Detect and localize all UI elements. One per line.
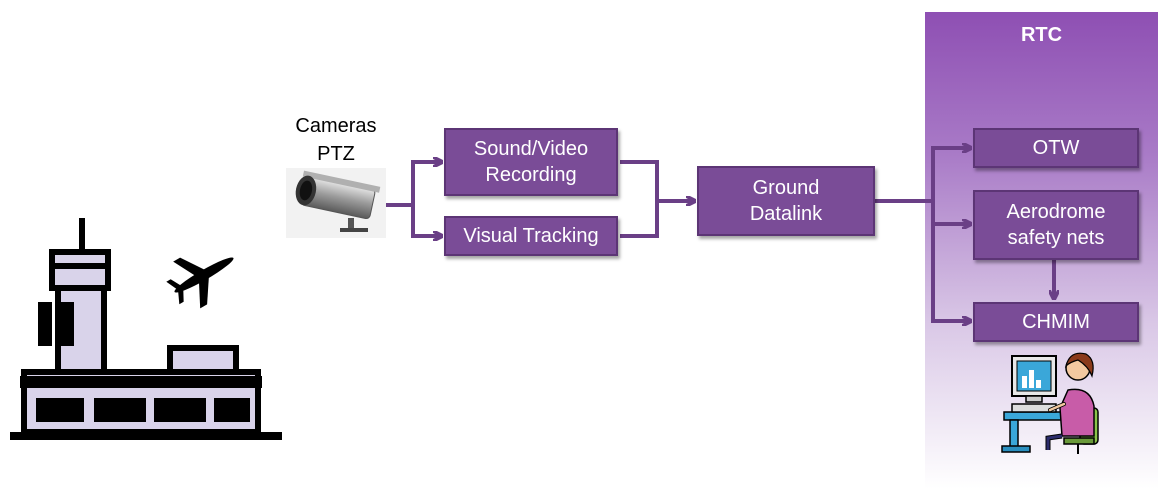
rtc-title: RTC bbox=[1020, 24, 1063, 46]
chmim-block: CHMIM bbox=[973, 302, 1139, 342]
visual-tracking-label: Visual Tracking bbox=[463, 225, 599, 247]
connector-visual-tracking-out bbox=[620, 201, 659, 238]
ground-line2: Datalink bbox=[749, 203, 823, 225]
sound-video-line1: Sound/Video bbox=[473, 138, 589, 160]
chmim-label: CHMIM bbox=[1022, 311, 1090, 333]
connector-to-aerodrome bbox=[931, 201, 970, 224]
connector-to-otw bbox=[931, 148, 970, 201]
operator-workstation-icon bbox=[1001, 352, 1099, 454]
otw-label: OTW bbox=[1032, 137, 1080, 159]
otw-block: OTW bbox=[973, 128, 1139, 168]
airplane-icon bbox=[166, 257, 234, 309]
ground-datalink-block: Ground Datalink bbox=[697, 166, 875, 236]
connector-to-visual-tracking bbox=[411, 205, 441, 236]
connector-to-sound-video bbox=[411, 162, 441, 205]
ground-line1: Ground bbox=[752, 177, 820, 199]
aerodrome-safety-nets-block: Aerodrome safety nets bbox=[973, 190, 1139, 260]
aerodrome-line2: safety nets bbox=[1007, 227, 1105, 249]
connector-to-chmim bbox=[931, 224, 970, 321]
sound-video-recording-block: Sound/Video Recording bbox=[444, 128, 618, 196]
camera-label-line1: Cameras bbox=[295, 115, 377, 137]
camera-label-line2: PTZ bbox=[317, 143, 355, 165]
aerodrome-line1: Aerodrome bbox=[1006, 201, 1106, 223]
camera-icon bbox=[286, 168, 386, 238]
sound-video-line2: Recording bbox=[485, 164, 577, 186]
control-tower-icon bbox=[10, 218, 282, 440]
connector-sound-video-out bbox=[620, 160, 659, 201]
camera-label: Cameras PTZ bbox=[283, 112, 389, 168]
visual-tracking-block: Visual Tracking bbox=[444, 216, 618, 256]
